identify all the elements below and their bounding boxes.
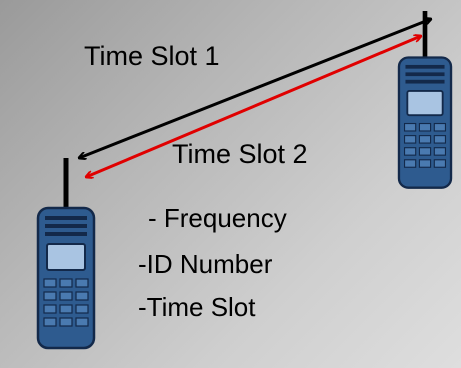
time-slot-2-arrow (86, 36, 421, 177)
parameter-id-number: -ID Number (138, 249, 273, 279)
time-slot-1-arrow (79, 19, 431, 158)
parameter-frequency: - Frequency (148, 203, 287, 233)
time-slot-2-label: Time Slot 2 (172, 139, 308, 169)
parameter-time-slot: -Time Slot (138, 292, 256, 322)
walkie-talkie-icon (36, 156, 96, 350)
time-slot-1-label: Time Slot 1 (84, 41, 220, 71)
walkie-talkie-icon (397, 9, 453, 189)
